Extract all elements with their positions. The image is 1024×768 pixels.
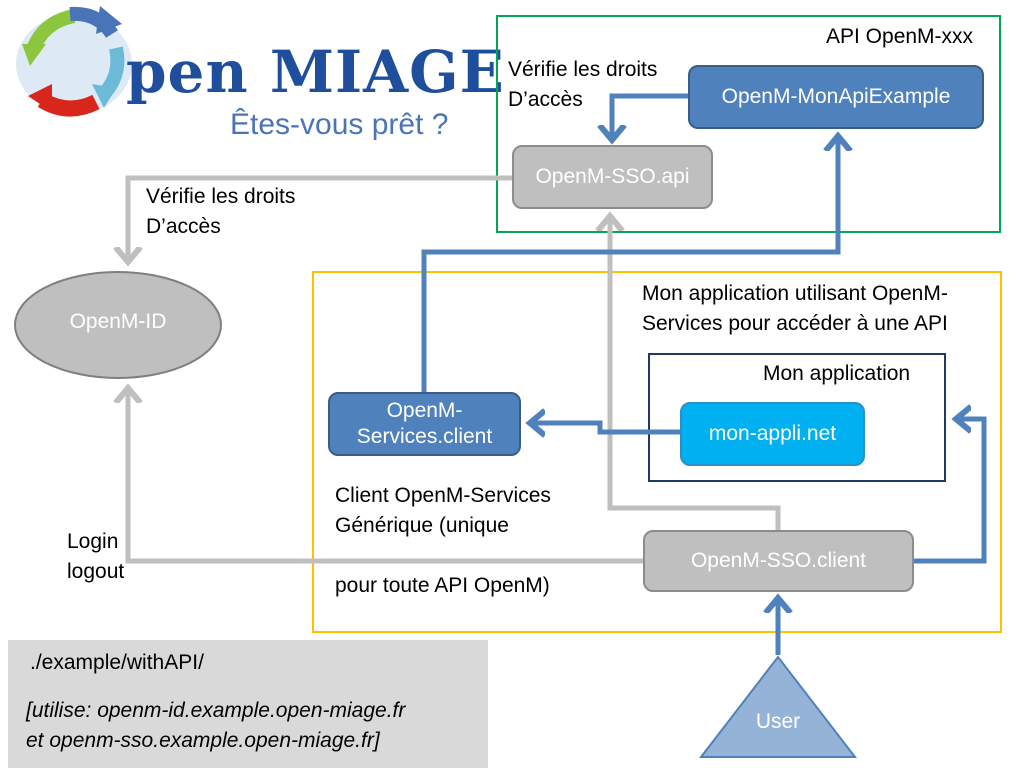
login-logout-label: Login logout <box>67 530 125 583</box>
openm-monapiexample-box: OpenM-MonApiExample <box>688 65 984 129</box>
client-description-label-2: pour toute API OpenM) <box>335 574 550 597</box>
api-group-title: API OpenM-xxx <box>826 25 974 48</box>
app-group-frame <box>312 271 1002 633</box>
connector-api-example-to-sso-api <box>612 93 688 140</box>
note-uses: [utilise: openm-id.example.open-miage.fr… <box>26 699 406 752</box>
connector-sso-client-to-sso-api <box>610 216 781 530</box>
logo: pen MIAGE Êtes-vous prêt ? <box>12 4 504 154</box>
connector-sso-client-to-openm-id <box>128 388 643 564</box>
connector-app-to-services-client <box>530 423 680 432</box>
user-triangle <box>698 655 858 758</box>
openm-id-label: OpenM-ID <box>69 310 167 333</box>
inner-app-frame <box>648 353 946 482</box>
openm-services-client-box: OpenM- Services.client <box>328 392 521 456</box>
left-check-rights-label: Vérifie les droits D’accès <box>146 185 296 238</box>
logo-tagline: Êtes-vous prêt ? <box>230 108 449 141</box>
api-check-rights-label: Vérifie les droits D’accès <box>508 58 658 111</box>
note-box: ./example/withAPI/ [utilise: openm-id.ex… <box>8 640 488 768</box>
client-description-label: Client OpenM-Services Générique (unique <box>335 484 551 537</box>
connector-sso-client-to-app <box>913 419 987 564</box>
logo-brand: pen MIAGE <box>126 38 505 106</box>
user-label: User <box>755 710 801 733</box>
mon-appli-net-box: mon-appli.net <box>680 402 865 466</box>
openm-sso-api-box: OpenM-SSO.api <box>512 145 713 209</box>
inner-app-title: Mon application <box>763 362 911 385</box>
app-group-title: Mon application utilisant OpenM- Service… <box>642 282 948 335</box>
openm-id-ellipse <box>14 271 222 379</box>
connector-sso-api-to-openm-id <box>128 175 512 262</box>
connector-services-client-to-api-example <box>421 136 838 392</box>
logo-arrows-icon <box>16 6 132 117</box>
openm-sso-client-box: OpenM-SSO.client <box>643 530 914 592</box>
note-path: ./example/withAPI/ <box>30 651 204 674</box>
api-group-frame <box>496 15 1001 233</box>
